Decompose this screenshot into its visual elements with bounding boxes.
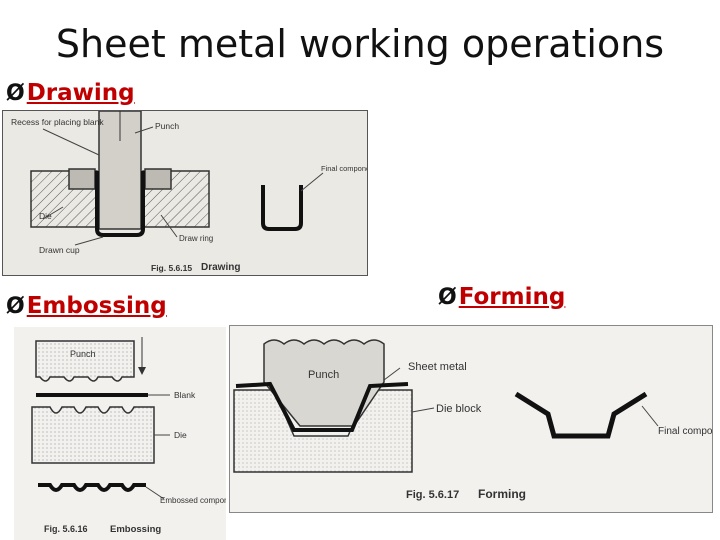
embossing-figure: Punch Blank Die Embossed component Fig. … [14,327,226,540]
drawing-heading: ØDrawing [6,80,135,106]
draw-ring-left [68,168,96,190]
forming-label-sheet: Sheet metal [408,361,467,373]
forming-label-final: Final component [658,426,712,437]
bullet-arrow-icon: Ø [438,285,457,310]
forming-punch-shape [263,339,385,427]
die-right-block [142,170,210,228]
emboss-label-embossed: Embossed component [160,496,226,505]
forming-heading-label: Forming [458,284,566,310]
emboss-label-die: Die [174,430,187,440]
slide-title: Sheet metal working operations [55,22,665,66]
emboss-blank-shape [36,393,148,397]
emboss-die-shape [31,406,155,464]
emboss-label-punch: Punch [70,349,96,359]
forming-label-punch: Punch [308,369,339,381]
label-drawn-cup: Drawn cup [39,245,80,255]
label-punch: Punch [155,121,179,131]
emboss-label-fig-number: Fig. 5.6.16 [44,524,88,534]
forming-label-die-block: Die block [436,403,482,415]
embossing-heading-label: Embossing [26,293,167,319]
draw-ring-right [144,168,172,190]
embossing-heading: ØEmbossing [6,293,167,319]
forming-sheet-shape [235,381,409,432]
forming-label-fig-number: Fig. 5.6.17 [406,489,459,501]
embossed-component-shape [38,483,146,492]
forming-heading: ØForming [438,284,565,310]
label-recess: Recess for placing blank [11,117,104,127]
forming-label-fig-title: Forming [478,487,526,501]
label-final-component: Final component [321,164,367,173]
drawing-heading-label: Drawing [26,80,135,106]
emboss-punch-shape [35,340,135,382]
label-fig-title: Drawing [201,262,240,273]
emboss-label-fig-title: Embossing [110,524,161,535]
emboss-label-blank: Blank [174,390,196,400]
bullet-arrow-icon: Ø [6,294,25,319]
label-die: Die [39,211,52,221]
drawn-cup-shape [95,171,145,237]
forming-final-shape [514,391,648,439]
label-fig-number: Fig. 5.6.15 [151,263,192,273]
final-component-shape [261,185,303,231]
bullet-arrow-icon: Ø [6,81,25,106]
label-draw-ring: Draw ring [179,234,213,243]
drawing-figure: Recess for placing blank Punch Final com… [2,110,368,276]
forming-figure: Punch Sheet metal Die block Final compon… [229,325,713,513]
